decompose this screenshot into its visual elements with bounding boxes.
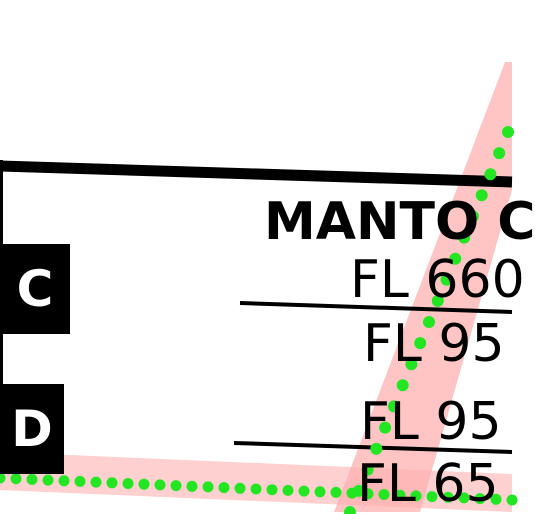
route-dot: [440, 273, 453, 286]
route-dot: [474, 493, 486, 505]
route-dot: [42, 474, 54, 486]
route-dot: [362, 488, 374, 500]
route-dot: [154, 479, 166, 491]
route-dot: [370, 442, 383, 455]
route-dot: [378, 489, 390, 500]
route-dot: [394, 489, 406, 501]
route-dot: [506, 494, 518, 506]
sector-d-badge: D: [0, 384, 64, 474]
route-dot: [314, 486, 326, 498]
route-dot: [458, 492, 470, 504]
route-dot: [475, 189, 488, 202]
sector-d-upper-limit: FL 95: [360, 392, 502, 452]
route-dot: [0, 472, 6, 484]
route-dot: [58, 475, 70, 487]
route-dot: [361, 463, 374, 476]
route-dot: [298, 485, 310, 497]
route-dot: [122, 478, 134, 489]
route-dot: [202, 481, 214, 493]
route-dot: [405, 358, 418, 371]
route-dot: [442, 491, 454, 503]
route-dot: [218, 482, 230, 494]
route-dot: [234, 482, 246, 494]
route-dot: [493, 147, 506, 160]
sector-c-upper-limit: FL 660: [350, 250, 525, 310]
route-dot: [10, 473, 22, 485]
sector-c-badge: C: [0, 244, 70, 334]
sector-c-limit-separator: [239, 301, 513, 314]
route-dot: [458, 231, 471, 244]
route-dot: [387, 400, 400, 413]
route-dot: [414, 337, 427, 350]
route-dot: [330, 486, 342, 498]
airspace-boundary-band-diagonal: [334, 62, 512, 512]
route-dot: [379, 421, 392, 434]
map-canvas: [0, 62, 518, 514]
route-dot: [282, 484, 294, 496]
sector-c-lower-limit: FL 95: [363, 314, 505, 374]
route-dot: [170, 480, 182, 492]
route-dot: [484, 168, 497, 181]
route-dot: [502, 126, 514, 138]
label-box-top-border: [0, 160, 513, 188]
route-dot: [410, 490, 422, 502]
route-dot: [344, 506, 356, 514]
route-dot: [74, 475, 86, 487]
route-dot: [26, 473, 38, 485]
route-dot: [138, 478, 150, 490]
sector-d-lower-limit: FL 65: [357, 454, 499, 514]
route-dot: [426, 491, 438, 503]
route-dot: [266, 484, 278, 496]
route-dot: [423, 316, 435, 328]
route-dot: [186, 480, 198, 492]
route-dot: [490, 493, 502, 505]
route-dot: [250, 483, 262, 495]
route-dot: [90, 476, 102, 488]
route-dot: [346, 487, 358, 499]
route-dot: [449, 252, 462, 265]
airspace-name: MANTO C: [264, 192, 535, 252]
route-dot: [466, 210, 479, 223]
route-dot: [431, 294, 444, 307]
route-dot: [106, 477, 118, 489]
route-dots: [0, 126, 518, 514]
route-dot: [396, 379, 409, 392]
